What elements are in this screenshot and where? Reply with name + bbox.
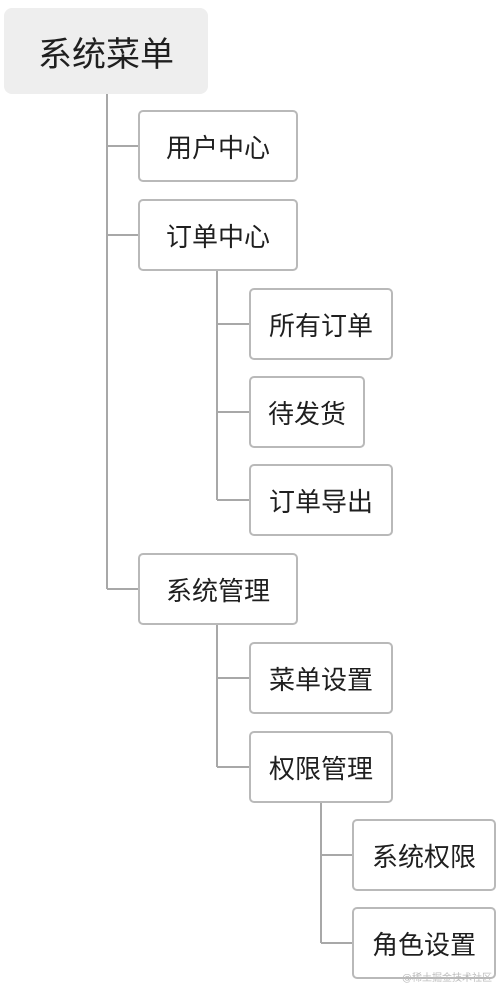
watermark-text: @稀土掘金技术社区 xyxy=(402,973,492,984)
node-order-center: 订单中心 xyxy=(138,199,298,271)
node-permission-management: 权限管理 xyxy=(249,731,393,803)
node-user-center: 用户中心 xyxy=(138,110,298,182)
node-system-management: 系统管理 xyxy=(138,553,298,625)
node-pending-shipment: 待发货 xyxy=(249,376,365,448)
node-root: 系统菜单 xyxy=(4,8,208,94)
node-all-orders: 所有订单 xyxy=(249,288,393,360)
node-system-permissions: 系统权限 xyxy=(352,819,496,891)
node-role-settings: 角色设置 xyxy=(352,907,496,979)
node-menu-settings: 菜单设置 xyxy=(249,642,393,714)
node-order-export: 订单导出 xyxy=(249,464,393,536)
